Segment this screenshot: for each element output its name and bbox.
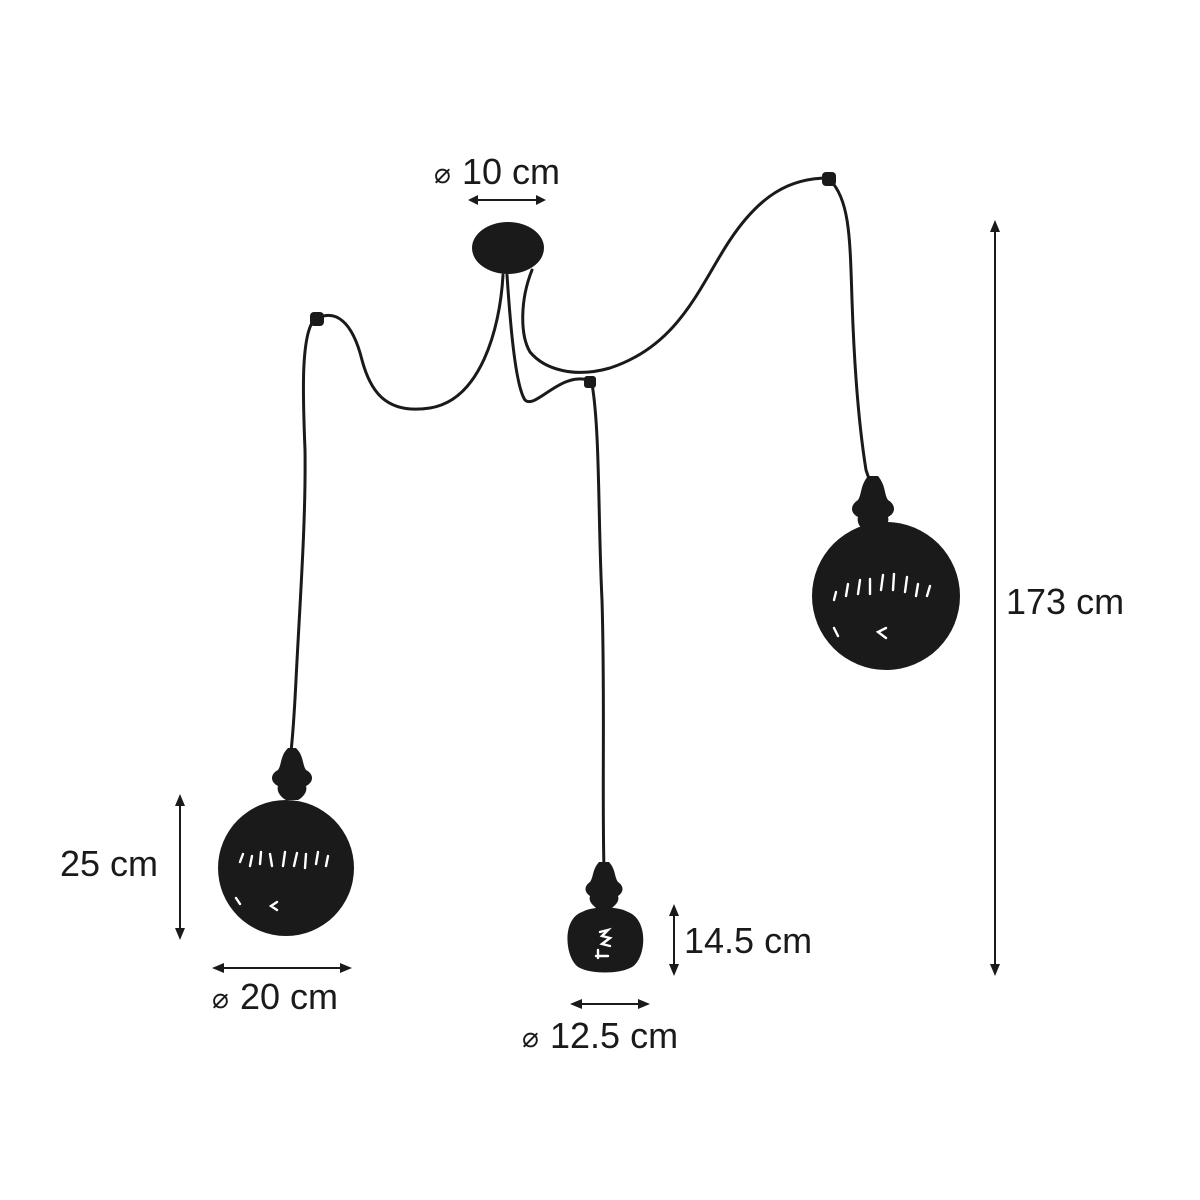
middle-hook xyxy=(584,376,596,388)
label-total-height: 173 cm xyxy=(1006,581,1124,622)
cable-canopy-to-right-hook xyxy=(521,176,830,374)
arrowhead-right xyxy=(340,963,352,973)
cable-left-drop xyxy=(288,316,318,762)
label-small-bulb-diameter: 12.5 cm xyxy=(550,1015,678,1056)
middle-lamp-holder xyxy=(585,862,623,908)
middle-pendant xyxy=(567,862,644,973)
left-hook xyxy=(310,312,324,326)
arrowhead-up xyxy=(990,220,1000,232)
arrowhead-right xyxy=(536,195,546,205)
ceiling-canopy xyxy=(472,222,544,274)
cable-canopy-to-left-hook xyxy=(316,273,505,411)
label-small-bulb-height: 14.5 cm xyxy=(684,920,812,961)
middle-bulb-filament xyxy=(594,927,613,960)
dimension-large-bulb-height: 25 cm xyxy=(60,794,185,940)
diameter-symbol: ⌀ xyxy=(212,982,229,1015)
label-large-bulb-height: 25 cm xyxy=(60,843,158,884)
right-hook xyxy=(822,172,836,186)
arrowhead-left xyxy=(468,195,478,205)
arrowhead-up xyxy=(669,904,679,916)
cable-canopy-to-middle-hook xyxy=(505,273,590,404)
arrowhead-right xyxy=(638,999,650,1009)
arrowhead-left xyxy=(212,963,224,973)
dimension-small-bulb-diameter: ⌀ 12.5 cm xyxy=(522,999,678,1056)
cable-right-drop xyxy=(828,178,874,492)
arrowhead-left xyxy=(570,999,582,1009)
dimension-large-bulb-diameter: ⌀ 20 cm xyxy=(212,963,352,1017)
dimension-total-height: 173 cm xyxy=(990,220,1124,976)
arrowhead-down xyxy=(669,964,679,976)
right-pendant xyxy=(812,476,960,670)
arrowhead-down xyxy=(990,964,1000,976)
label-large-bulb-diameter: 20 cm xyxy=(240,976,338,1017)
cable-middle-drop xyxy=(590,382,606,872)
cables xyxy=(288,176,874,872)
left-globe-bulb xyxy=(218,800,354,936)
left-pendant xyxy=(218,748,354,936)
left-lamp-holder xyxy=(272,748,312,800)
right-globe-filament xyxy=(832,572,932,640)
right-globe-bulb xyxy=(812,522,960,670)
arrowhead-up xyxy=(175,794,185,806)
diameter-symbol: ⌀ xyxy=(434,157,451,190)
left-globe-filament xyxy=(234,850,330,912)
label-canopy-diameter: 10 cm xyxy=(462,151,560,192)
hooks xyxy=(310,172,836,388)
arrowhead-down xyxy=(175,928,185,940)
dimension-small-bulb-height: 14.5 cm xyxy=(669,904,812,976)
dimension-canopy-diameter: ⌀ 10 cm xyxy=(434,151,560,205)
diameter-symbol: ⌀ xyxy=(522,1021,539,1054)
right-lamp-holder xyxy=(852,476,894,532)
